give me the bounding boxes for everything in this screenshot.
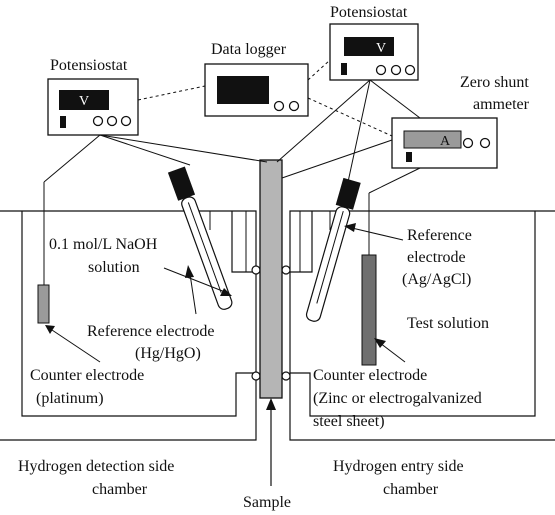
label-data-logger: Data logger bbox=[211, 41, 287, 58]
arrow-ref-right bbox=[344, 223, 404, 241]
o-ring bbox=[251, 371, 261, 381]
data-logger bbox=[204, 63, 309, 117]
sample-arrow bbox=[266, 398, 276, 486]
potentiostat-left: V bbox=[47, 78, 139, 136]
label-counter-left-2: (platinum) bbox=[36, 390, 104, 407]
arrow-naoh bbox=[163, 267, 232, 296]
label-ref-right-2: electrode bbox=[407, 249, 466, 266]
counter-electrode-left bbox=[37, 284, 50, 324]
label-zero-shunt-2: ammeter bbox=[473, 96, 530, 113]
label-counter-left-1: Counter electrode bbox=[30, 367, 144, 384]
zero-shunt-ammeter: A bbox=[391, 117, 498, 169]
reference-electrode-left bbox=[167, 166, 233, 310]
meter-display-right: V bbox=[376, 41, 386, 56]
label-naoh-1: 0.1 mol/L NaOH bbox=[49, 236, 158, 253]
label-zero-shunt-1: Zero shunt bbox=[460, 74, 529, 91]
label-ref-left-1: Reference electrode bbox=[87, 323, 214, 340]
meter-display-left: V bbox=[79, 94, 89, 109]
o-ring bbox=[281, 371, 291, 381]
label-counter-right-3: steel sheet) bbox=[313, 413, 385, 430]
label-test-solution: Test solution bbox=[407, 315, 489, 332]
arrow-ref-left bbox=[185, 265, 197, 315]
wires bbox=[43, 79, 421, 285]
entry-chamber bbox=[289, 210, 555, 441]
detection-chamber bbox=[0, 210, 257, 441]
o-ring bbox=[251, 265, 261, 275]
data-logger-links bbox=[137, 59, 393, 137]
label-ref-left-2: (Hg/HgO) bbox=[135, 345, 201, 362]
arrow-counter-right bbox=[374, 338, 406, 363]
label-detection-2: chamber bbox=[92, 481, 148, 498]
label-entry-2: chamber bbox=[383, 481, 439, 498]
label-naoh-2: solution bbox=[88, 259, 140, 276]
label-entry-1: Hydrogen entry side bbox=[333, 458, 464, 475]
label-potentiostat-right: Potensiostat bbox=[330, 4, 408, 21]
label-potentiostat-left: Potensiostat bbox=[50, 57, 128, 74]
arrow-counter-left bbox=[45, 325, 101, 363]
label-ref-right-1: Reference bbox=[407, 227, 472, 244]
counter-electrode-right bbox=[361, 254, 377, 366]
label-ref-right-3: (Ag/AgCl) bbox=[402, 271, 471, 288]
label-detection-1: Hydrogen detection side bbox=[18, 458, 174, 475]
meter-display-ammeter: A bbox=[440, 134, 451, 149]
label-counter-right-2: (Zinc or electrogalvanized bbox=[313, 390, 482, 407]
sample-plate bbox=[259, 159, 283, 399]
o-ring bbox=[281, 265, 291, 275]
label-counter-right-1: Counter electrode bbox=[313, 367, 427, 384]
label-sample: Sample bbox=[243, 494, 291, 511]
reference-electrode-right bbox=[305, 177, 361, 322]
potentiostat-right: V bbox=[329, 23, 419, 81]
